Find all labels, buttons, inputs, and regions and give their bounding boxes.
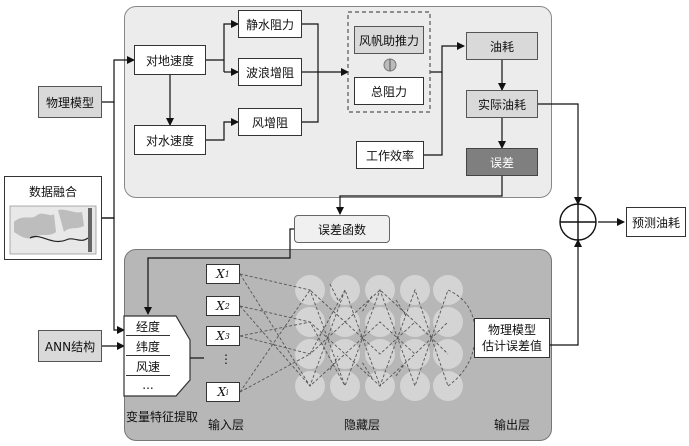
still-water-box: 静水阻力 [238, 10, 302, 38]
input-layer-label: 输入层 [208, 418, 245, 432]
wave-added-label: 波浪增阻 [245, 65, 294, 80]
error-label: 误差 [489, 155, 514, 170]
water-speed-box: 对水速度 [134, 125, 206, 155]
ann-structure-box: ANN结构 [38, 330, 102, 362]
hidden-layer-label: 隐藏层 [344, 418, 381, 432]
feature-longitude-label: 经度 [135, 320, 160, 334]
still-water-label: 静水阻力 [245, 17, 294, 32]
physical-model-box: 物理模型 [38, 86, 102, 118]
output-layer-label: 输出层 [494, 418, 531, 432]
feature-wind-speed: 风速 [126, 358, 170, 376]
sail-thrust-label: 风帆助推力 [358, 33, 419, 48]
ground-speed-box: 对地速度 [134, 45, 206, 75]
prediction-label: 预测油耗 [631, 215, 680, 230]
data-fusion-box: 数据融合 [4, 176, 102, 260]
ann-structure-label: ANN结构 [44, 339, 96, 354]
feature-latitude: 纬度 [126, 338, 170, 356]
ann-output-line-1: 物理模型 [487, 323, 536, 337]
actual-fuel-box: 实际油耗 [466, 90, 538, 118]
total-resistance-label: 总阻力 [370, 84, 407, 99]
error-function-label: 误差函数 [317, 222, 366, 237]
feature-extraction-label: 变量特征提取 [126, 410, 199, 424]
input-node-ellipsis: ⋮ [220, 352, 232, 366]
water-speed-label: 对水速度 [145, 133, 194, 148]
prediction-box: 预测油耗 [626, 207, 686, 237]
wind-added-box: 风增阻 [238, 108, 302, 136]
feature-latitude-label: 纬度 [135, 340, 160, 354]
fuel-label: 油耗 [489, 39, 514, 54]
wind-added-label: 风增阻 [251, 115, 288, 130]
feature-more: ... [126, 376, 170, 394]
feature-wind-speed-label: 风速 [135, 360, 160, 374]
data-fusion-label: 数据融合 [28, 185, 77, 199]
total-resistance-box: 总阻力 [354, 77, 424, 105]
ground-speed-label: 对地速度 [145, 53, 194, 68]
sail-thrust-box: 风帆助推力 [354, 26, 424, 54]
efficiency-box: 工作效率 [356, 141, 424, 169]
efficiency-label: 工作效率 [365, 148, 414, 163]
ann-output-line-2: 估计误差值 [481, 339, 542, 353]
error-function-box: 误差函数 [294, 215, 390, 243]
feature-longitude: 经度 [126, 318, 170, 336]
wave-added-box: 波浪增阻 [238, 58, 302, 86]
ann-output-box: 物理模型 估计误差值 [474, 318, 550, 358]
error-box: 误差 [466, 148, 538, 176]
physical-model-label: 物理模型 [45, 95, 94, 110]
actual-fuel-label: 实际油耗 [477, 97, 526, 112]
fuel-box: 油耗 [466, 32, 538, 60]
feature-more-label: ... [142, 378, 154, 392]
